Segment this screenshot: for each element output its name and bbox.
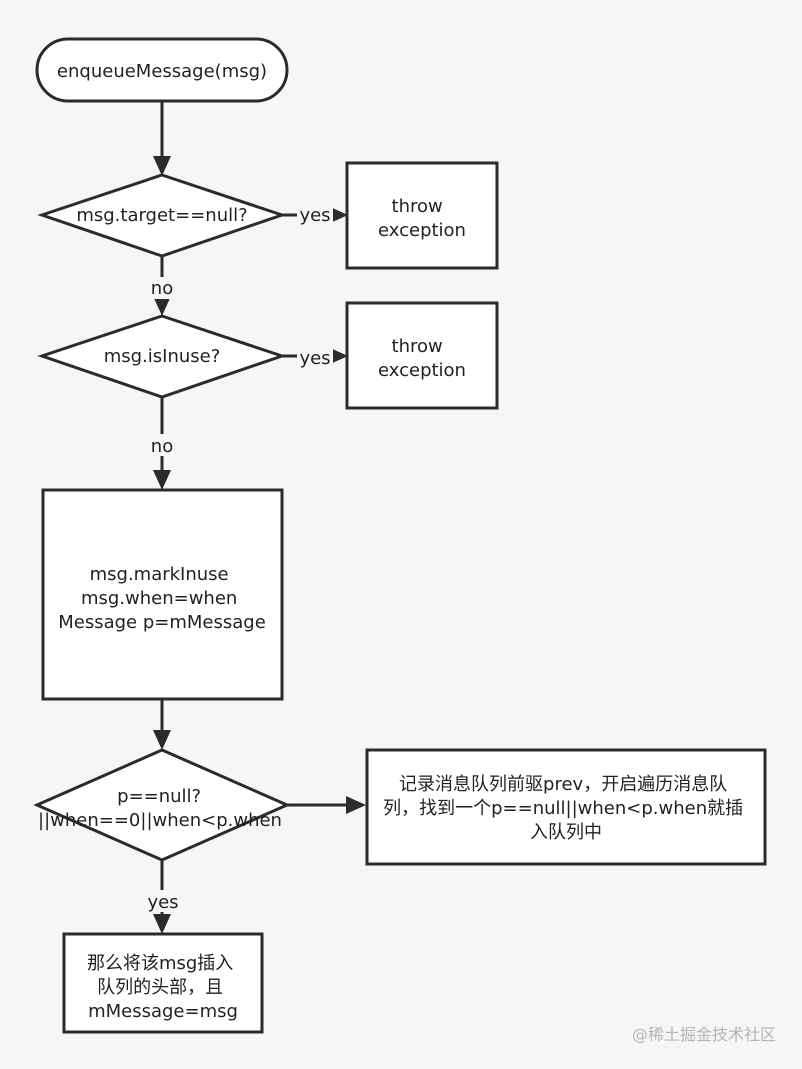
start-node [35, 37, 289, 103]
throw-exception-line: exception [378, 360, 466, 381]
in-use-decision [37, 314, 287, 399]
edge-label-inuse-no: no [151, 436, 173, 457]
label-background [144, 890, 182, 912]
throw-exception-text-2: throw exception [378, 336, 466, 381]
insert-head-box [62, 932, 264, 1034]
throw-exception-line: exception [378, 220, 466, 241]
throw-exception-line: throw [392, 196, 443, 217]
traverse-insert-text: 记录消息队列前驱prev，开启遍历消息队 列，找到一个p==null||when… [383, 774, 749, 843]
in-use-decision-label: msg.isInuse? [104, 346, 221, 367]
throw-exception-text-1: throw exception [378, 196, 466, 241]
arrowhead [153, 914, 171, 934]
insert-head-line: 队列的头部，且 [97, 977, 223, 998]
watermark-text: @稀土掘金技术社区 [632, 1025, 776, 1044]
insert-head-line: mMessage=msg [88, 1001, 238, 1022]
edge-label-inuse-yes: yes [299, 348, 330, 369]
throw-exception-box-1 [345, 161, 499, 270]
process-line: Message p=mMessage [58, 612, 266, 633]
target-null-decision-label: msg.target==null? [76, 205, 247, 226]
insert-head-line: 那么将该msg插入 [87, 953, 233, 974]
mark-in-use-process-text: msg.markInuse msg.when=when Message p=mM… [58, 564, 266, 633]
edge-label-target-yes: yes [299, 205, 330, 226]
head-insert-decision-text: p==null? ||when==0||when<p.when [38, 786, 282, 831]
head-insert-decision [33, 748, 291, 862]
process-line: msg.markInuse [90, 564, 229, 585]
label-background [147, 434, 177, 456]
mark-in-use-process-box [41, 488, 284, 701]
decision-line: ||when==0||when<p.when [38, 810, 282, 831]
label-background [297, 346, 333, 368]
traverse-line: 列，找到一个p==null||when<p.when就插 [383, 798, 743, 819]
arrowhead [153, 296, 171, 316]
edge-label-target-no: no [151, 278, 173, 299]
traverse-insert-box [365, 748, 767, 866]
edge-label-head-yes: yes [147, 892, 178, 913]
label-background [147, 277, 177, 299]
arrowhead [153, 156, 171, 176]
target-null-decision [37, 173, 287, 258]
label-background [297, 204, 333, 226]
traverse-line: 入队列中 [530, 822, 602, 843]
arrowhead [153, 730, 171, 750]
insert-head-text: 那么将该msg插入 队列的头部，且 mMessage=msg [87, 953, 239, 1022]
arrowhead [346, 796, 366, 814]
decision-line: p==null? [117, 786, 201, 807]
start-node-label: enqueueMessage(msg) [57, 61, 267, 82]
arrowhead [153, 470, 171, 490]
process-line: msg.when=when [81, 588, 237, 609]
throw-exception-box-2 [345, 301, 499, 410]
throw-exception-line: throw [392, 336, 443, 357]
traverse-line: 记录消息队列前驱prev，开启遍历消息队 [399, 774, 727, 795]
